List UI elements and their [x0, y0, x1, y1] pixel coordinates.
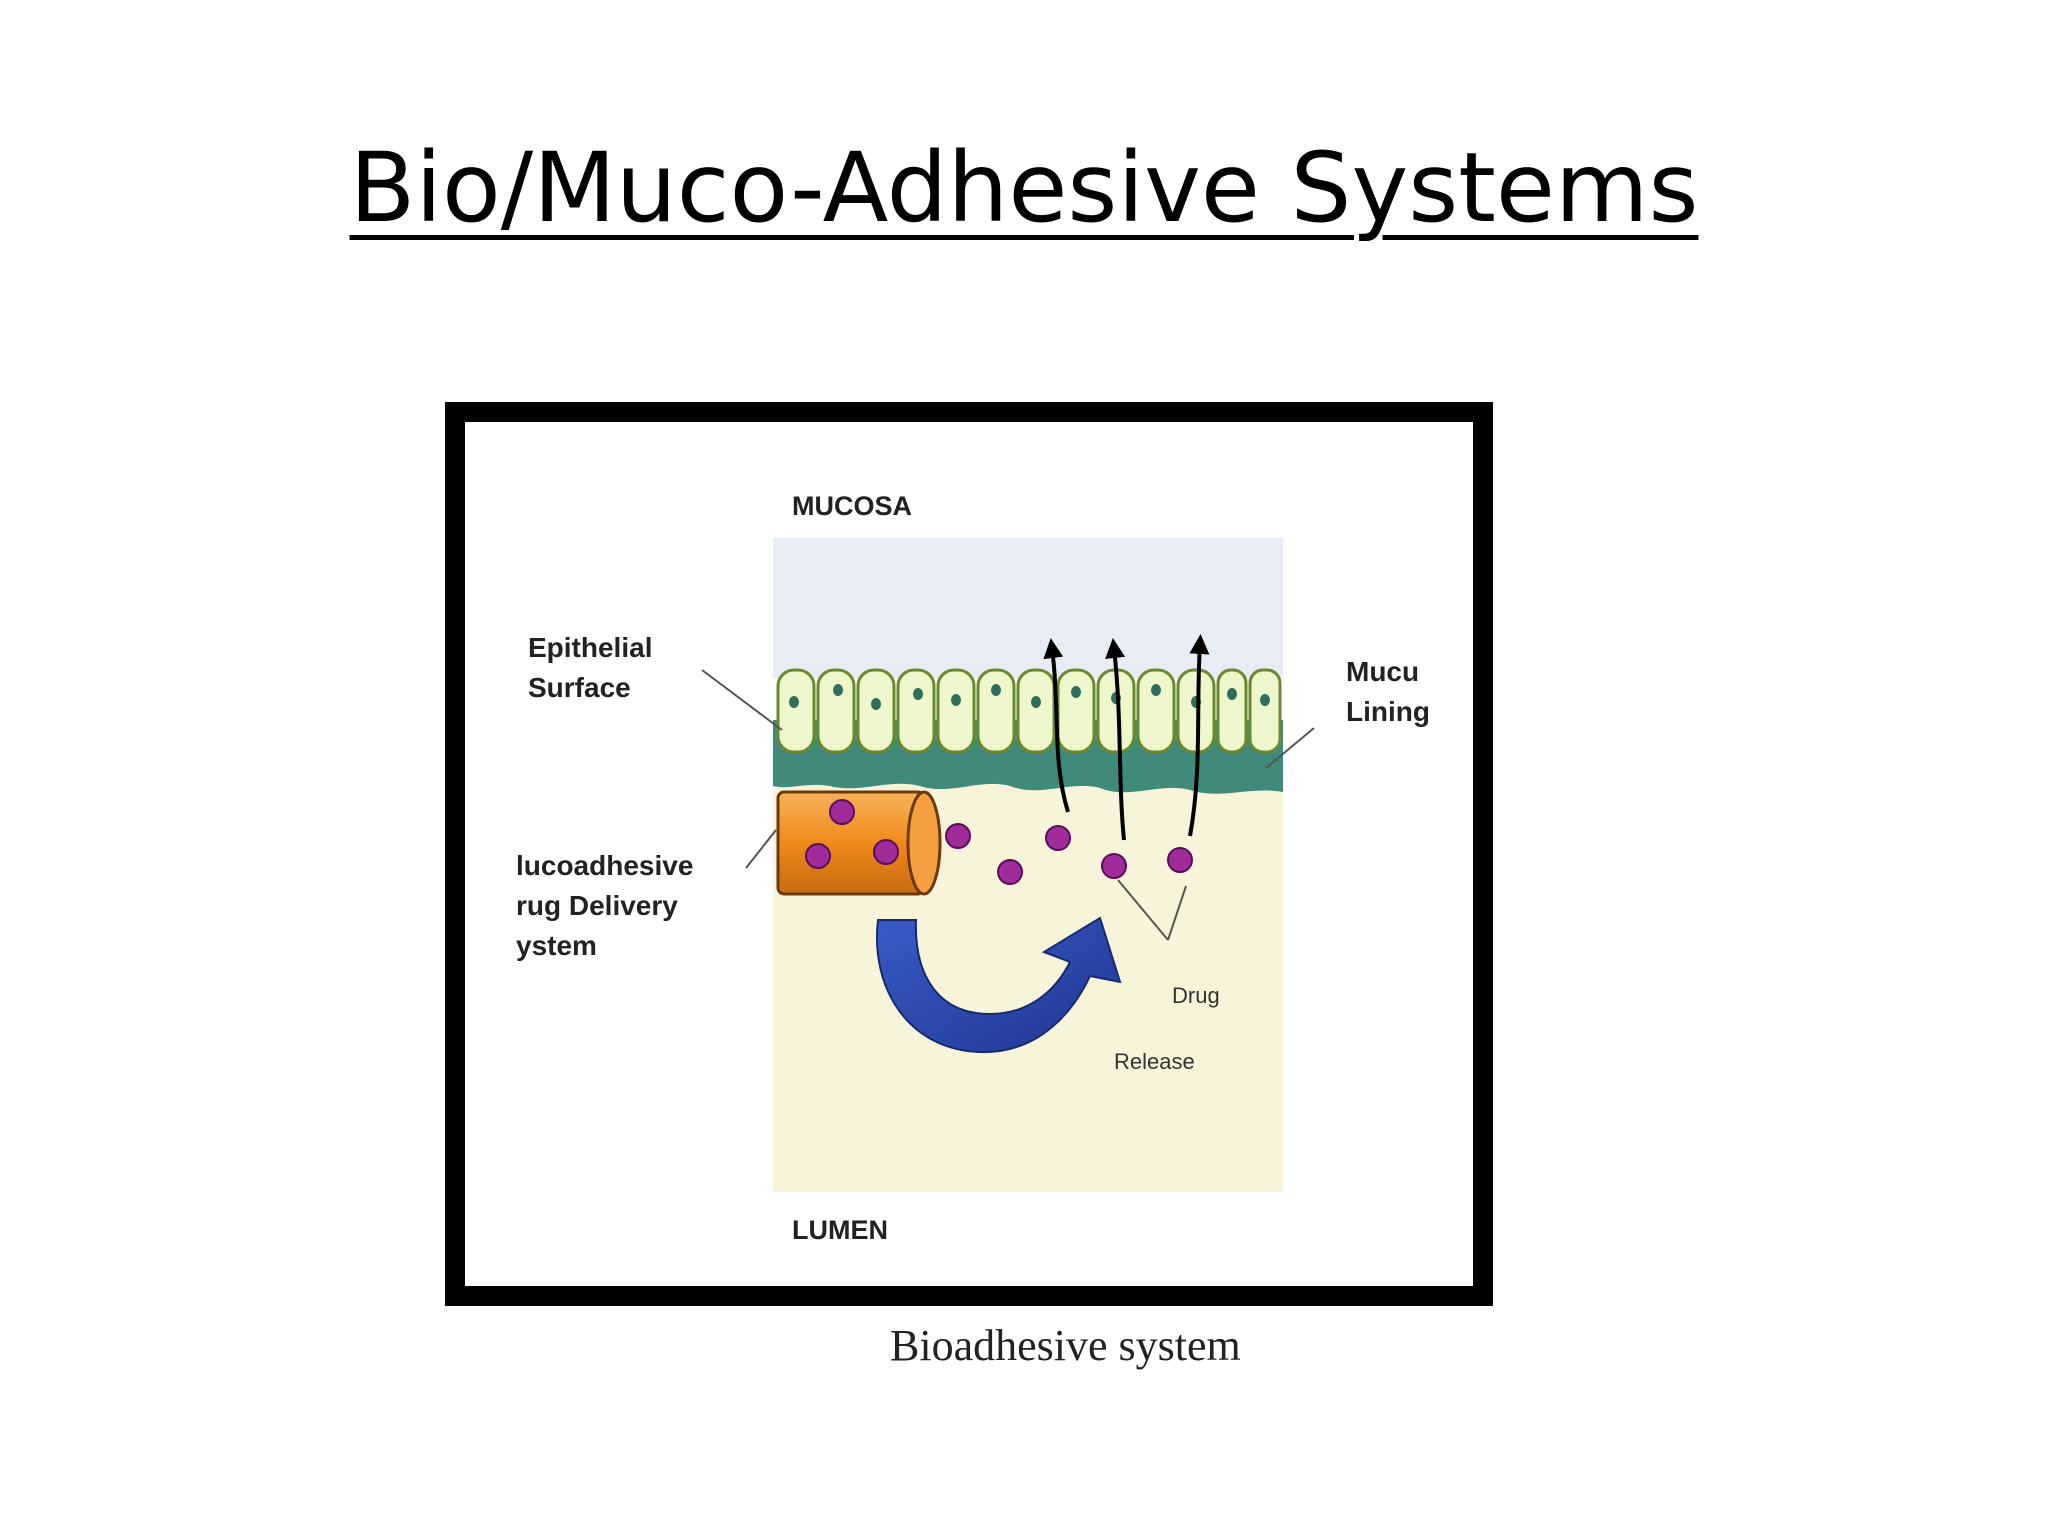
label-epithelial-line1: Epithelial [528, 632, 653, 663]
release-arrow [876, 916, 1122, 1054]
drug-particles [805, 799, 1193, 885]
label-epithelial-line2: Surface [528, 672, 631, 703]
label-release: Release [1114, 1049, 1195, 1074]
label-drug: Drug [1172, 983, 1220, 1008]
label-mucosa: MUCOSA [792, 491, 912, 521]
label-delivery-line2: rug Delivery [516, 890, 678, 921]
mucosa-region [773, 538, 1283, 678]
leader-lines [701, 669, 1315, 941]
label-mucus-line2: Lining [1346, 696, 1428, 727]
uptake-arrows [1043, 634, 1210, 841]
figure-caption: Bioadhesive system [890, 1321, 1241, 1370]
label-mucus-line1: Mucu [1346, 656, 1420, 687]
label-delivery-line3: ystem [516, 930, 597, 961]
delivery-capsule [776, 790, 942, 896]
label-delivery-line1: lucoadhesive [516, 850, 694, 881]
label-lumen: LUMEN [792, 1215, 888, 1245]
slide-title: Bio/Muco-Adhesive Systems [349, 132, 1699, 244]
epithelial-cells [776, 668, 1282, 754]
